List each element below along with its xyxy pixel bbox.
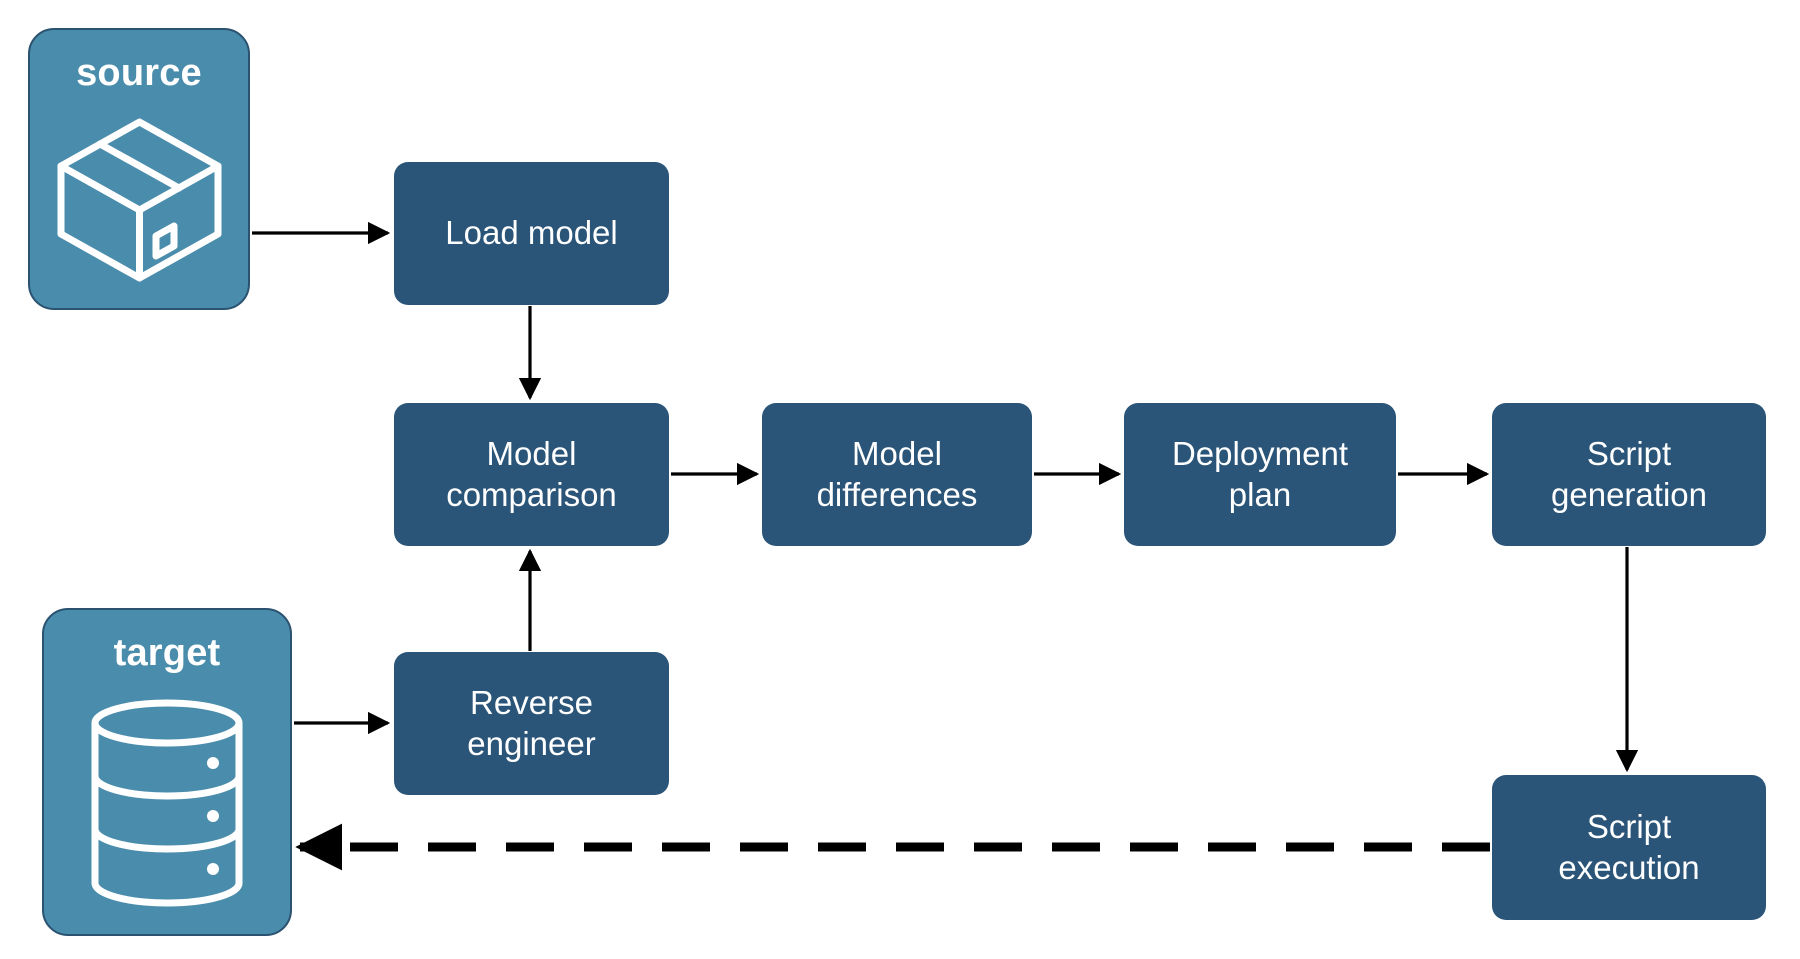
- endpoint-card-target[interactable]: target: [42, 608, 292, 936]
- process-label-line: comparison: [446, 475, 617, 513]
- endpoint-card-source[interactable]: source: [28, 28, 250, 310]
- process-label-line: generation: [1551, 475, 1707, 513]
- process-label-line: Script: [1586, 808, 1672, 846]
- process-box-script-generation[interactable]: Script generation: [1492, 403, 1766, 546]
- process-label-line: Model: [486, 435, 577, 473]
- endpoint-label-target: target: [113, 632, 221, 674]
- process-box-load-model[interactable]: Load model: [394, 162, 669, 305]
- process-label-line: differences: [816, 475, 978, 513]
- process-label-line: engineer: [467, 724, 596, 762]
- process-box-reverse-engineer[interactable]: Reverse engineer: [394, 652, 669, 795]
- process-box-model-differences[interactable]: Model differences: [762, 403, 1032, 546]
- process-label-line: Deployment: [1171, 435, 1349, 473]
- process-label-line: Load model: [445, 214, 618, 252]
- process-box-model-comparison[interactable]: Model comparison: [394, 403, 669, 546]
- process-box-deployment-plan[interactable]: Deployment plan: [1124, 403, 1396, 546]
- process-box-script-execution[interactable]: Script execution: [1492, 775, 1766, 920]
- process-label-line: Script: [1586, 435, 1672, 473]
- endpoint-label-source: source: [76, 52, 202, 94]
- process-label-line: Reverse: [470, 684, 593, 722]
- database-cylinder-icon: [44, 672, 290, 934]
- process-label-line: plan: [1228, 475, 1292, 513]
- process-label-line: Model: [852, 435, 942, 473]
- process-label-line: execution: [1558, 848, 1700, 886]
- package-box-icon: [30, 92, 248, 308]
